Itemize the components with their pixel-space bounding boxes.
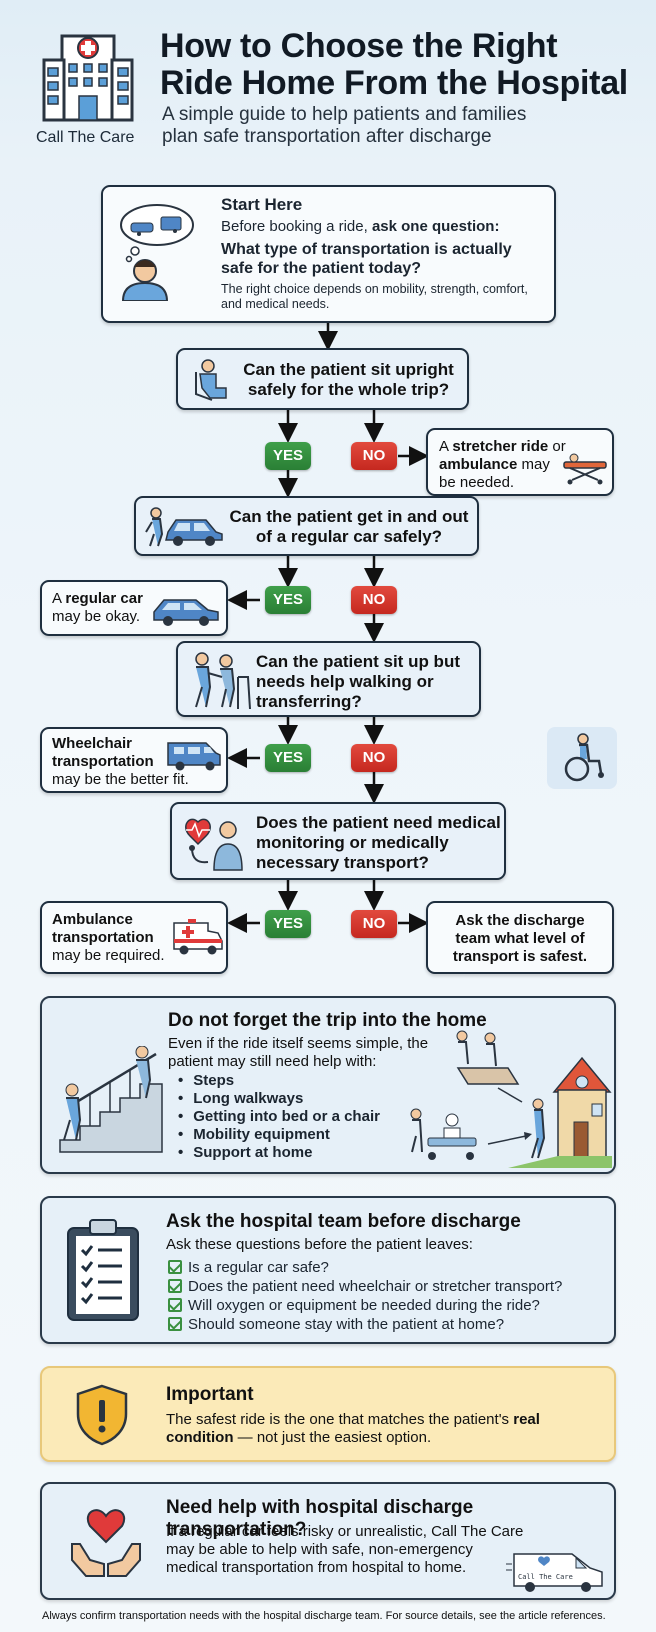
list-item: Long walkways [178, 1090, 380, 1108]
q2-yes-badge: YES [265, 586, 311, 614]
doctor-heart-icon [185, 818, 243, 871]
thinking-person-icon [120, 204, 194, 301]
q4-no-badge: NO [351, 910, 397, 938]
important-title: Important [166, 1384, 254, 1405]
warning-shield-icon [76, 1384, 128, 1446]
q4-yes-badge: YES [265, 910, 311, 938]
list-item: Getting into bed or a chair [178, 1108, 380, 1126]
seated-person-icon [195, 359, 227, 401]
flow-connectors [227, 323, 429, 933]
home-arrival-icon [410, 1030, 612, 1168]
clipboard-icon [67, 1219, 139, 1321]
q2-no-badge: NO [351, 586, 397, 614]
help-title: Need help with hospital discharge transp… [166, 1497, 474, 1540]
home-trip-list: Steps Long walkways Getting into bed or … [178, 1072, 380, 1162]
checklist-item: Should someone stay with the patient at … [168, 1315, 562, 1334]
ask-team-checklist: Is a regular car safe? Does the patient … [168, 1258, 562, 1334]
q3-no-badge: NO [351, 744, 397, 772]
start-note: The right choice depends on mobility, st… [221, 282, 528, 311]
home-trip-text: Even if the ride itself seems simple, th… [168, 1035, 429, 1070]
checkbox-checked-icon [168, 1317, 182, 1331]
outcome-ambulance: Ambulance transportation may be required… [40, 901, 228, 974]
home-trip-title: Do not forget the trip into the home [168, 1010, 487, 1031]
outcome-wheelchair: Wheelchair transportation may be the bet… [40, 727, 228, 793]
q1-no-badge: NO [351, 442, 397, 470]
checkbox-checked-icon [168, 1279, 182, 1293]
outcome-regular-car-text: A regular car may be okay. [52, 590, 143, 625]
q1-yes-badge: YES [265, 442, 311, 470]
person-entering-car-icon [145, 507, 223, 547]
ask-team-panel: Ask the hospital team before discharge A… [40, 1196, 616, 1344]
caring-hands-heart-icon [71, 1509, 141, 1577]
ask-team-intro: Ask these questions before the patient l… [166, 1236, 473, 1253]
svg-text:Call The Care: Call The Care [518, 1573, 573, 1581]
checkbox-checked-icon [168, 1298, 182, 1312]
assisted-walking-icon [195, 652, 251, 710]
outcome-stretcher: A stretcher ride or ambulance may be nee… [426, 428, 614, 496]
checklist-item: Is a regular car safe? [168, 1258, 562, 1277]
car-icon [153, 599, 219, 626]
footer-note: Always confirm transportation needs with… [42, 1610, 606, 1622]
checklist-item: Does the patient need wheelchair or stre… [168, 1277, 562, 1296]
checkbox-checked-icon [168, 1260, 182, 1274]
page-title: How to Choose the Right Ride Home From t… [160, 27, 628, 102]
ask-team-title: Ask the hospital team before discharge [166, 1211, 521, 1232]
page-subtitle: A simple guide to help patients and fami… [162, 104, 527, 147]
ambulance-icon [173, 919, 223, 955]
help-panel: Need help with hospital discharge transp… [40, 1482, 616, 1600]
list-item: Support at home [178, 1144, 380, 1162]
outcome-ambulance-text: Ambulance transportation may be required… [52, 911, 165, 964]
home-trip-panel: Do not forget the trip into the home Eve… [40, 996, 616, 1174]
help-text: If a regular car feels risky or unrealis… [166, 1523, 524, 1576]
wheelchair-icon [547, 727, 617, 789]
start-title: Start Here [221, 195, 303, 214]
outcome-stretcher-text: A stretcher ride or ambulance may be nee… [439, 438, 566, 491]
brand-name: Call The Care [36, 129, 135, 146]
outcome-wheelchair-text: Wheelchair transportation may be the bet… [52, 735, 189, 788]
list-item: Steps [178, 1072, 380, 1090]
start-intro: Before booking a ride, ask one question: [221, 218, 500, 235]
start-here-box: Start Here Before booking a ride, ask on… [101, 185, 556, 323]
important-text: The safest ride is the one that matches … [166, 1411, 540, 1446]
important-panel: Important The safest ride is the one tha… [40, 1366, 616, 1462]
list-item: Mobility equipment [178, 1126, 380, 1144]
checklist-item: Will oxygen or equipment be needed durin… [168, 1296, 562, 1315]
outcome-ask-team-text: Ask the discharge team what level of tra… [452, 912, 588, 965]
stretcher-icon [563, 453, 607, 485]
outcome-ask-team: Ask the discharge team what level of tra… [426, 901, 614, 974]
hospital-icon [42, 34, 134, 122]
outcome-regular-car: A regular car may be okay. [40, 580, 228, 636]
wheelchair-van-icon [167, 742, 221, 771]
van-icon: Call The Care [506, 1553, 603, 1592]
stairs-helper-icon [59, 1046, 163, 1153]
q3-yes-badge: YES [265, 744, 311, 772]
